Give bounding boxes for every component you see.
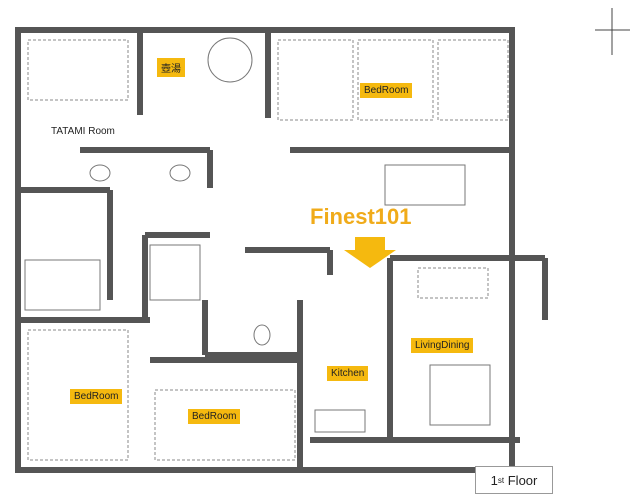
- compass-icon: [595, 8, 630, 55]
- room-label-bedroom-left: BedRoom: [70, 389, 123, 404]
- floor-suffix: st: [497, 475, 505, 485]
- room-label-tsuboyu: 壺湯: [157, 58, 185, 77]
- room-label-tatami: TATAMI Room: [51, 126, 115, 137]
- brand-title: Finest101: [310, 204, 412, 229]
- room-label-bedroom-bottom: BedRoom: [188, 409, 241, 424]
- floor-number: 1: [490, 472, 498, 488]
- arrow-icon: [344, 237, 396, 268]
- furniture: [27, 39, 509, 461]
- walls: [15, 27, 548, 473]
- floor-text: Floor: [507, 472, 538, 488]
- room-label-living: LivingDining: [411, 338, 474, 353]
- fixtures: [24, 37, 491, 433]
- room-label-bedroom-top: BedRoom: [360, 83, 413, 98]
- room-label-kitchen: Kitchen: [327, 366, 369, 381]
